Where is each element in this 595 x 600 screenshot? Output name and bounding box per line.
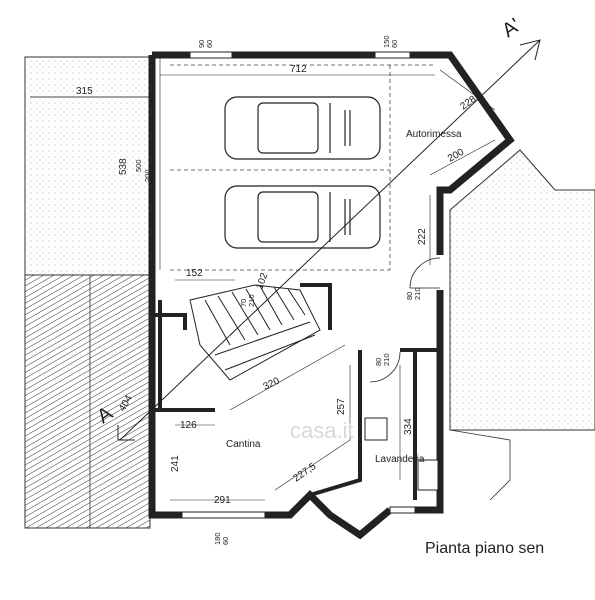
dim-152: 152 (186, 268, 203, 279)
room-laundry: Lavanderia (375, 454, 425, 465)
hatched-ramp (24, 274, 151, 529)
opening-door-laundry: 80210 (374, 353, 391, 366)
svg-text:80210: 80210 (405, 287, 422, 300)
svg-text:9060: 9060 (197, 40, 214, 48)
dim-291: 291 (214, 495, 231, 506)
opening-stair-door: 70210 (239, 294, 256, 307)
walls (148, 51, 515, 540)
room-cellar: Cantina (226, 439, 261, 450)
opening-win-top-right: 15060 (382, 35, 399, 48)
interior-walls (152, 283, 440, 500)
dim-500: 500 (134, 159, 143, 172)
car-bottom (224, 185, 381, 249)
exterior-area (449, 149, 595, 431)
dim-334: 334 (403, 418, 414, 435)
svg-text:80210: 80210 (374, 353, 391, 366)
plan-title: Pianta piano sen (425, 540, 544, 557)
staircase (189, 284, 321, 381)
garden-area (24, 56, 151, 276)
opening-win-top-left: 9060 (197, 40, 214, 48)
svg-text:70210: 70210 (239, 294, 256, 307)
dim-102: 102 (254, 271, 270, 291)
dim-200-diag: 200 (446, 147, 466, 165)
dim-320: 320 (262, 376, 282, 393)
dim-2275: 227,5 (291, 461, 318, 485)
washer (417, 459, 439, 491)
dim-200-left: 200 (143, 169, 152, 182)
dim-222: 222 (417, 228, 428, 245)
watermark: casa.it (290, 418, 354, 443)
svg-text:18060: 18060 (213, 532, 230, 545)
opening-win-bottom: 18060 (213, 532, 230, 545)
dim-315: 315 (76, 86, 93, 97)
dim-538: 538 (118, 158, 129, 175)
dim-241: 241 (170, 455, 181, 472)
room-garage: Autorimessa (406, 129, 462, 140)
section-mark-top: A' (498, 14, 525, 42)
svg-text:15060: 15060 (382, 35, 399, 48)
dim-257: 257 (336, 398, 347, 415)
car-top (224, 96, 381, 160)
dim-712: 712 (290, 64, 307, 75)
dim-126: 126 (180, 420, 197, 431)
opening-door-garage: 80210 (405, 287, 422, 300)
section-line (119, 39, 541, 441)
sink (364, 417, 388, 441)
